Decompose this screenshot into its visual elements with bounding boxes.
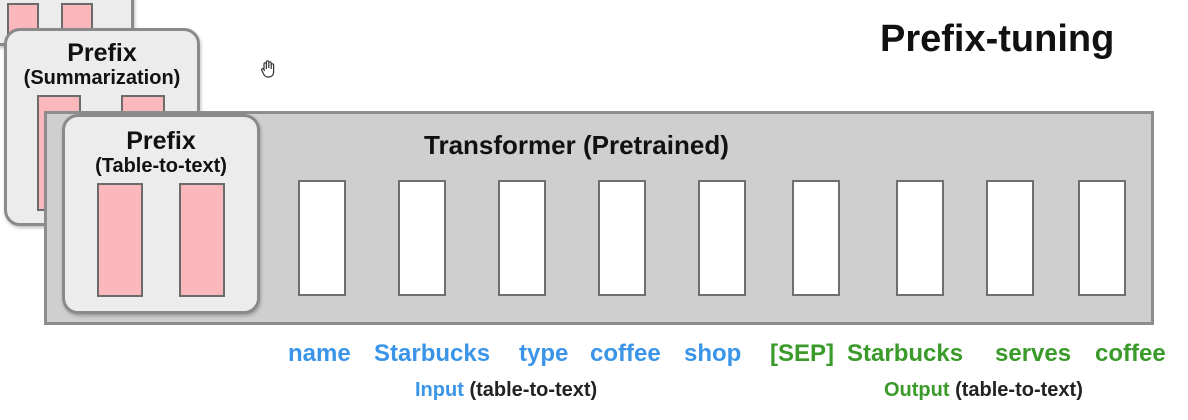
input-caption-rest: (table-to-text) bbox=[469, 379, 598, 401]
output-caption-accent: Output bbox=[884, 379, 950, 401]
prefix-vector bbox=[97, 183, 143, 297]
prefix-card-subtitle: (Table-to-text) bbox=[95, 155, 227, 177]
input-token: Starbucks bbox=[374, 340, 491, 367]
input-caption-accent: Input bbox=[415, 379, 464, 401]
output-token: serves bbox=[995, 340, 1072, 367]
token-slot bbox=[298, 180, 346, 296]
output-caption-rest: (table-to-text) bbox=[955, 379, 1083, 401]
input-token: type bbox=[519, 340, 569, 367]
token-slot bbox=[598, 180, 646, 296]
page-title: Prefix-tuning bbox=[880, 18, 1115, 60]
token-slot bbox=[896, 180, 944, 296]
token-slot bbox=[498, 180, 546, 296]
output-token: [SEP] bbox=[770, 340, 835, 367]
token-slot bbox=[1078, 180, 1126, 296]
token-slot bbox=[792, 180, 840, 296]
output-token: Starbucks bbox=[847, 340, 964, 367]
prefix-card-title: Prefix bbox=[126, 127, 196, 155]
prefix-card-subtitle: (Summarization) bbox=[23, 67, 181, 89]
output-caption: Output (table-to-text) bbox=[884, 379, 1083, 402]
input-caption: Input (table-to-text) bbox=[415, 379, 597, 402]
prefix-card-title: Prefix bbox=[67, 39, 137, 67]
output-token: coffee bbox=[1095, 340, 1166, 367]
prefix-card-table-to-text: Prefix (Table-to-text) bbox=[62, 114, 260, 314]
token-slot bbox=[698, 180, 746, 296]
transformer-label: Transformer (Pretrained) bbox=[424, 130, 729, 160]
input-token: shop bbox=[684, 340, 742, 367]
input-token: name bbox=[288, 340, 351, 367]
token-slot bbox=[986, 180, 1034, 296]
input-token: coffee bbox=[590, 340, 661, 367]
hand-cursor-icon bbox=[261, 60, 275, 78]
prefix-vector bbox=[179, 183, 225, 297]
token-slot bbox=[398, 180, 446, 296]
